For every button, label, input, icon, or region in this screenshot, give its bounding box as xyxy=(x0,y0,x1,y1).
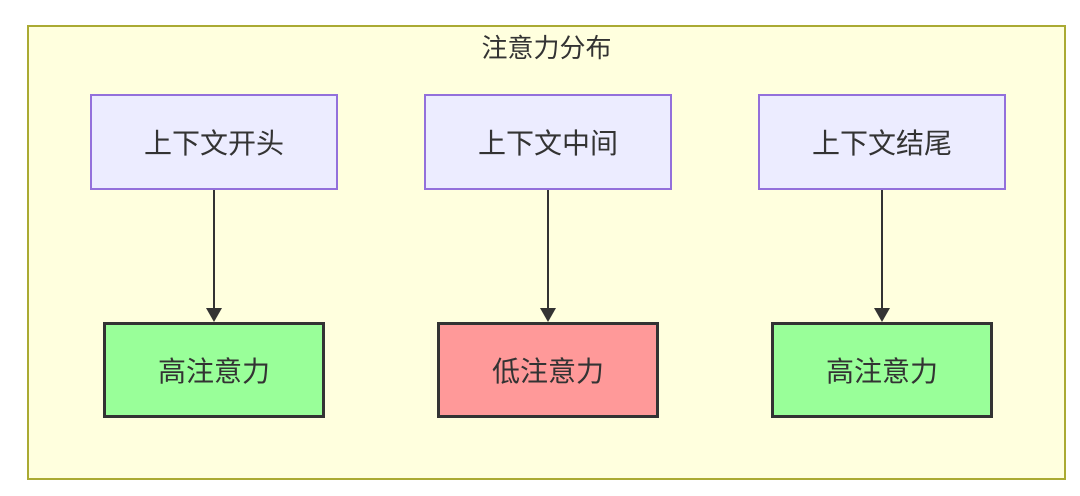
node-low-attention: 低注意力 xyxy=(437,322,659,418)
diagram-canvas: 注意力分布 上下文开头 上下文中间 上下文结尾 高注意力 低注意力 高注意力 xyxy=(27,25,1066,480)
node-high-attention-2-label: 高注意力 xyxy=(825,356,938,387)
diagram-title: 注意力分布 xyxy=(481,33,612,63)
edge-line xyxy=(547,190,549,309)
arrowhead-down-icon xyxy=(874,308,890,322)
node-high-attention-1-label: 高注意力 xyxy=(157,356,270,387)
arrowhead-down-icon xyxy=(206,308,222,322)
node-context-start-label: 上下文开头 xyxy=(143,128,284,159)
arrowhead-down-icon xyxy=(540,308,556,322)
node-context-middle: 上下文中间 xyxy=(424,94,672,190)
node-context-start: 上下文开头 xyxy=(90,94,338,190)
node-high-attention-2: 高注意力 xyxy=(771,322,993,418)
node-low-attention-label: 低注意力 xyxy=(491,356,604,387)
node-high-attention-1: 高注意力 xyxy=(103,322,325,418)
node-context-middle-label: 上下文中间 xyxy=(477,128,618,159)
edge-line xyxy=(881,190,883,309)
edge-line xyxy=(213,190,215,309)
edge-middle-to-low-attention xyxy=(540,190,556,322)
node-context-end-label: 上下文结尾 xyxy=(811,128,952,159)
edge-end-to-high-attention xyxy=(874,190,890,322)
edge-start-to-high-attention xyxy=(206,190,222,322)
node-context-end: 上下文结尾 xyxy=(758,94,1006,190)
